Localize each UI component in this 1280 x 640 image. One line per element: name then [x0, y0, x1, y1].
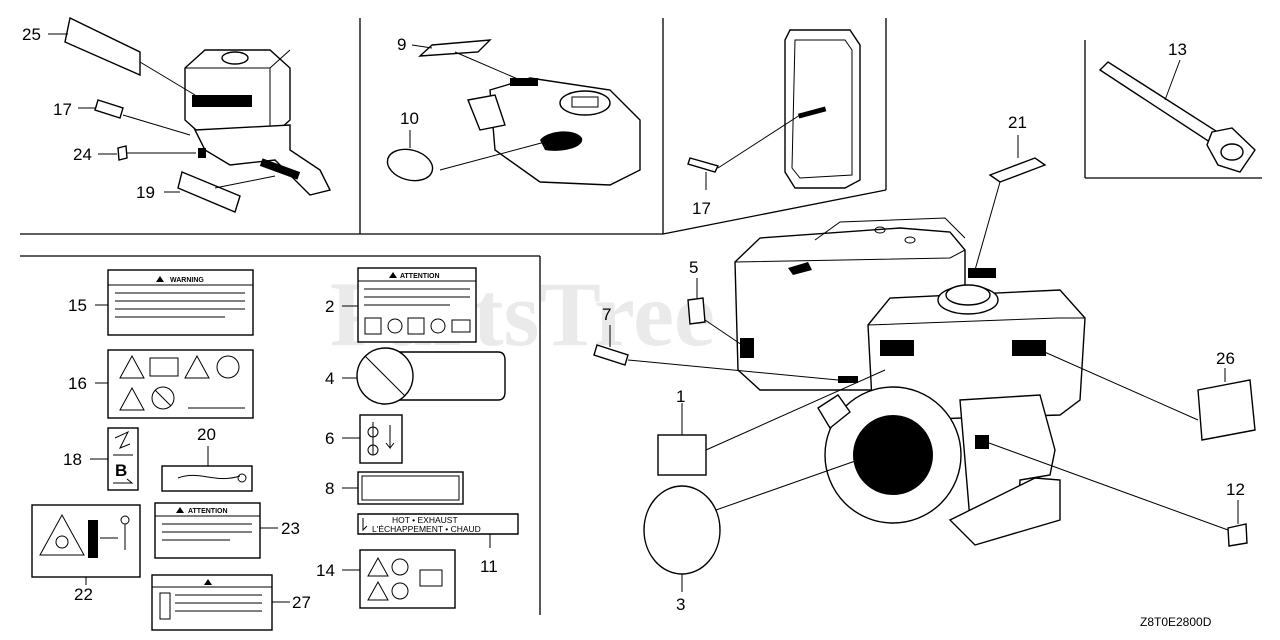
callout-20[interactable]: 20 — [197, 425, 216, 444]
air-cleaner-assembly — [184, 49, 332, 196]
attention-label-23: ATTENTION — [188, 508, 228, 515]
callout-22[interactable]: 22 — [74, 585, 93, 604]
decal-17-a — [78, 99, 191, 136]
callout-25[interactable]: 25 — [22, 25, 41, 44]
decal-19 — [164, 171, 276, 213]
callout-18[interactable]: 18 — [63, 450, 82, 469]
hot-exhaust-label-fr: L'ÉCHAPPEMENT • CHAUD — [372, 524, 481, 534]
attention-label-2: ATTENTION — [400, 273, 440, 280]
decal-18-glyph: B — [115, 461, 127, 480]
hot-exhaust-label: HOT • EXHAUST — [392, 515, 458, 525]
decal-27 — [151, 574, 290, 631]
warning-label: WARNING — [170, 277, 204, 284]
callout-1[interactable]: 1 — [676, 387, 685, 406]
decal-23-attention: ATTENTION — [154, 502, 278, 559]
callout-6[interactable]: 6 — [325, 429, 334, 448]
decal-7 — [593, 325, 839, 381]
decal-3 — [643, 459, 859, 592]
decal-9 — [411, 39, 521, 81]
callout-19[interactable]: 19 — [136, 183, 155, 202]
decal-17-b — [687, 114, 801, 190]
diagram-code: Z8T0E2800D — [1140, 615, 1212, 629]
callout-8[interactable]: 8 — [325, 479, 334, 498]
callout-23[interactable]: 23 — [281, 519, 300, 538]
panel-dividers — [20, 18, 1262, 615]
tank-cover — [784, 29, 861, 189]
callout-5[interactable]: 5 — [689, 258, 698, 277]
callout-14[interactable]: 14 — [316, 561, 335, 580]
decal-4 — [342, 347, 506, 405]
decal-6 — [342, 414, 403, 464]
callout-24[interactable]: 24 — [73, 145, 92, 164]
decal-22 — [31, 504, 141, 585]
callout-11[interactable]: 11 — [480, 557, 498, 576]
engine-assembly — [734, 217, 1086, 546]
decal-1 — [657, 369, 886, 476]
callout-4[interactable]: 4 — [325, 369, 334, 388]
decal-20 — [161, 446, 253, 492]
callout-13[interactable]: 13 — [1168, 40, 1187, 59]
callout-26[interactable]: 26 — [1216, 349, 1235, 368]
callout-15[interactable]: 15 — [68, 296, 87, 315]
callout-10[interactable]: 10 — [400, 109, 419, 128]
spark-plug-wrench — [1098, 59, 1256, 173]
decal-5 — [687, 278, 743, 346]
decal-14 — [342, 549, 456, 609]
callout-7[interactable]: 7 — [602, 305, 611, 324]
callout-21[interactable]: 21 — [1008, 113, 1027, 132]
decal-10 — [386, 130, 546, 182]
callout-3[interactable]: 3 — [676, 595, 685, 614]
decal-16-pictograms — [95, 349, 254, 419]
decal-26 — [1039, 349, 1256, 441]
callout-27[interactable]: 27 — [292, 593, 311, 612]
decal-12 — [988, 442, 1248, 547]
callout-16[interactable]: 16 — [68, 374, 87, 393]
callout-12[interactable]: 12 — [1226, 480, 1245, 499]
callout-17-a[interactable]: 17 — [53, 100, 72, 119]
decal-24 — [98, 145, 196, 161]
decal-15-warning: WARNING — [95, 269, 254, 336]
fan-cover-assembly — [467, 77, 641, 186]
callout-2[interactable]: 2 — [325, 297, 334, 316]
decal-11-hot-exhaust: HOT • EXHAUST L'ÉCHAPPEMENT • CHAUD — [357, 513, 519, 548]
decal-18: B — [90, 427, 139, 491]
callout-17-b[interactable]: 17 — [692, 199, 711, 218]
decal-8 — [342, 471, 464, 505]
decal-2-attention: ATTENTION — [342, 267, 477, 343]
decal-25 — [48, 16, 196, 96]
callout-9[interactable]: 9 — [397, 35, 406, 54]
decal-21 — [974, 135, 1047, 271]
